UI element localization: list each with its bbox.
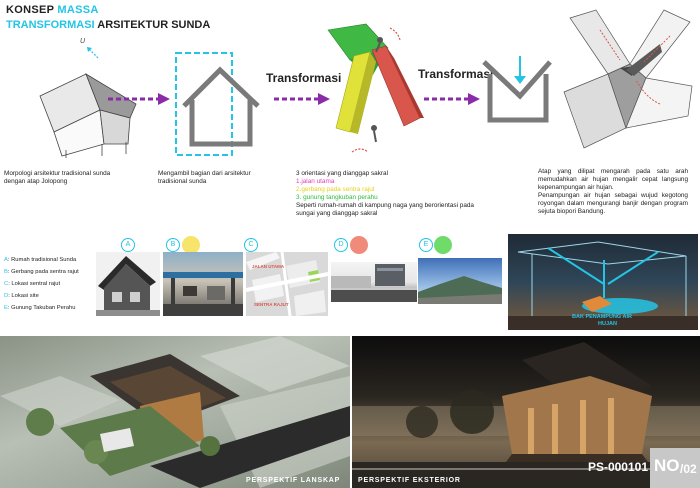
legend-item: A: Rumah tradisional Sunda bbox=[4, 257, 77, 263]
project-code: PS-000101 bbox=[587, 460, 648, 474]
subtitle-arsitektur-sunda: ARSITEKTUR SUNDA bbox=[97, 19, 211, 31]
house-outline-diagram bbox=[175, 52, 260, 156]
folded-roof-diagram bbox=[482, 56, 552, 123]
final-massing-diagram bbox=[563, 9, 693, 149]
orientation-item-3: 3. gunung tangkuban perahu bbox=[296, 194, 378, 201]
orientation-item-1: 1.jalan utama bbox=[296, 178, 335, 185]
marker-b-color-dot bbox=[182, 236, 200, 254]
photo-gunung-tangkuban bbox=[418, 258, 502, 304]
transform-arrow-1 bbox=[108, 93, 170, 105]
map-label-rajut-center: SENTRA RAJUT bbox=[254, 302, 289, 307]
title-konsep: KONSEP bbox=[6, 4, 55, 16]
legend-item: D: Lokasi site bbox=[4, 293, 39, 299]
legend-item: E: Gunung Takuban Perahu bbox=[4, 305, 76, 311]
title-massa: MASSA bbox=[57, 4, 99, 16]
mountain-photo-icon bbox=[418, 276, 502, 304]
desc-outline: Mengambil bagian dari arsitektur tradisi… bbox=[158, 170, 276, 186]
gate-photo-icon bbox=[163, 272, 243, 316]
photo-lokasi-rajut-map: JALAN UTAMA SENTRA RAJUT bbox=[246, 252, 328, 316]
section-render-icon bbox=[508, 241, 698, 330]
transform-arrow-2 bbox=[274, 93, 330, 105]
desc-outline-text: Mengambil bagian dari arsitektur tradisi… bbox=[158, 170, 251, 185]
north-label: U bbox=[80, 38, 86, 45]
marker-d-color-dot bbox=[350, 236, 368, 254]
page-subtitle: TRANSFORMASI ARSITEKTUR SUNDA bbox=[6, 19, 210, 31]
exterior-perspective-render: PERSPEKTIF EKSTERIOR bbox=[352, 336, 700, 488]
site-legend: A: Rumah tradisional Sunda B: Gerbang pa… bbox=[4, 254, 79, 314]
desc-orientation-intro: 3 orientasi yang dianggap sakral bbox=[296, 170, 389, 177]
photo-lokasi-site bbox=[331, 262, 417, 302]
landscape-label: PERSPEKTIF LANSKAP bbox=[246, 477, 341, 484]
section-label-line2: HUJAN bbox=[598, 321, 617, 327]
landscape-render-icon bbox=[0, 336, 350, 488]
orientation-item-2: 2.gerbang pada sentra rajut bbox=[296, 186, 375, 193]
page-title: KONSEP MASSA bbox=[6, 4, 99, 16]
site-photo-icon bbox=[331, 264, 417, 302]
marker-c: C bbox=[244, 238, 258, 252]
orientation-diagram bbox=[327, 23, 424, 153]
desc-jolopong: Morpologi arsitektur tradisional sunda d… bbox=[4, 170, 130, 186]
traditional-house-diagram bbox=[39, 73, 137, 158]
landscape-perspective-render: PERSPEKTIF LANSKAP bbox=[0, 336, 350, 488]
photo-rumah-tradisional bbox=[96, 252, 160, 316]
exterior-render-icon bbox=[352, 342, 700, 488]
section-label-line1: BAK PENAMPUNG AIR bbox=[572, 314, 632, 320]
desc-orientation: 3 orientasi yang dianggap sakral 1.jalan… bbox=[296, 170, 474, 218]
marker-e: E bbox=[419, 238, 433, 252]
traditional-house-photo-icon bbox=[96, 256, 160, 316]
rainwater-section-render: BAK PENAMPUNG AIR HUJAN bbox=[508, 234, 698, 330]
desc-orientation-outro: Seperti rumah-rumah di kampung naga yang… bbox=[296, 202, 474, 217]
transform-label-1: Transformasi bbox=[266, 71, 342, 85]
sheet-no-label: NO bbox=[654, 456, 680, 475]
subtitle-transformasi: TRANSFORMASI bbox=[6, 19, 95, 31]
exterior-label: PERSPEKTIF EKSTERIOR bbox=[358, 477, 461, 484]
desc-roof-p1: Atap yang dilipat mengarah pada satu ara… bbox=[538, 168, 688, 191]
marker-a: A bbox=[121, 238, 135, 252]
transform-label-2: Transformasi bbox=[418, 67, 494, 81]
legend-item: C: Lokasi sentral rajut bbox=[4, 281, 61, 287]
map-label-main-street: JALAN UTAMA bbox=[252, 264, 285, 269]
desc-jolopong-text: Morpologi arsitektur tradisional sunda d… bbox=[4, 170, 111, 185]
marker-d: D bbox=[334, 238, 348, 252]
marker-e-color-dot bbox=[434, 236, 452, 254]
north-arrow-icon bbox=[87, 47, 99, 59]
desc-roof-p2: Penampungan air hujan sebagai wujud kego… bbox=[538, 192, 688, 215]
sheet-number-badge: NO /02 bbox=[650, 448, 700, 488]
map-icon bbox=[246, 252, 328, 316]
transform-arrow-3 bbox=[424, 93, 480, 105]
sheet-total-label: /02 bbox=[680, 462, 697, 476]
marker-b: B bbox=[166, 238, 180, 252]
photo-gerbang-rajut bbox=[163, 252, 243, 316]
north-indicator: U bbox=[80, 38, 85, 45]
legend-item: B: Gerbang pada sentra rajut bbox=[4, 269, 79, 275]
desc-roof: Atap yang dilipat mengarah pada satu ara… bbox=[538, 168, 688, 216]
